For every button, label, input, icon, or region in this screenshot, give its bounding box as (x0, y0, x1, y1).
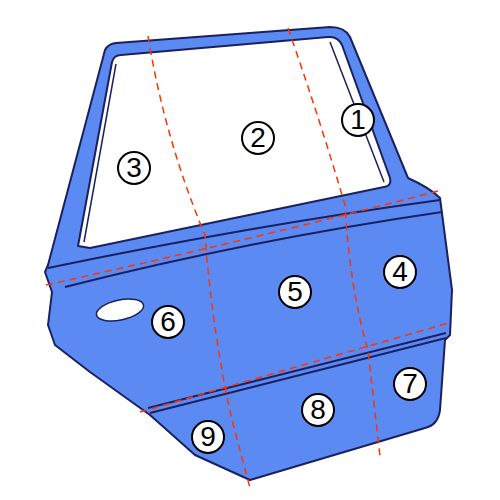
callout-number: 9 (191, 420, 225, 454)
section-line (148, 36, 250, 488)
callout-number: 6 (151, 305, 185, 339)
callout-number: 7 (393, 367, 427, 401)
belt-line (48, 200, 440, 268)
door-body (45, 27, 452, 480)
callout-number: 5 (278, 275, 312, 309)
section-lines (46, 28, 452, 488)
lower-molding (148, 333, 446, 413)
callout-number: 2 (241, 121, 275, 155)
section-line (140, 322, 452, 412)
callout-number: 8 (301, 393, 335, 427)
window-glass (78, 37, 390, 248)
door-handle (94, 295, 145, 325)
callout-number: 4 (383, 255, 417, 289)
section-line (288, 28, 380, 456)
window-seal (84, 42, 384, 242)
callout-number: 1 (341, 103, 375, 137)
callout-number: 3 (117, 151, 151, 185)
